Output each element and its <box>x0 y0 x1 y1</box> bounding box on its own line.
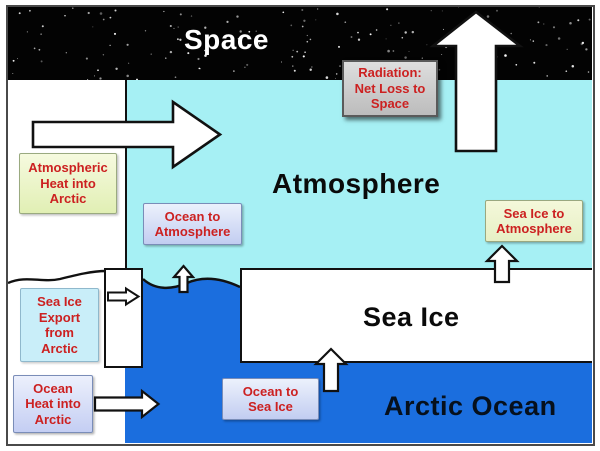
ocean-to-sea-ice-label: Ocean to Sea Ice <box>222 378 319 420</box>
atmospheric-heat-label: Atmospheric Heat into Arctic <box>19 153 117 214</box>
sea-ice-export-label: Sea Ice Export from Arctic <box>20 288 99 362</box>
arctic-ocean-region-label: Arctic Ocean <box>384 391 557 421</box>
radiation-net-loss-label: Radiation: Net Loss to Space <box>342 60 438 117</box>
space-region <box>8 7 592 80</box>
space-region-label: Space <box>184 24 269 55</box>
ocean-surface-wave <box>143 266 240 365</box>
sea-ice-export-channel <box>104 268 143 368</box>
atmosphere-region-label: Atmosphere <box>272 168 441 199</box>
sea-ice-to-atmosphere-label: Sea Ice to Atmosphere <box>485 200 583 242</box>
waterline-wave <box>8 269 106 285</box>
sea-ice-region-label: Sea Ice <box>363 302 460 332</box>
diagram-frame <box>6 5 595 446</box>
sea-ice-region <box>240 268 592 363</box>
arctic-ocean-region <box>125 363 592 443</box>
ocean-to-atmosphere-label: Ocean to Atmosphere <box>143 203 242 245</box>
ocean-heat-label: Ocean Heat into Arctic <box>13 375 93 433</box>
starfield <box>12 7 591 80</box>
